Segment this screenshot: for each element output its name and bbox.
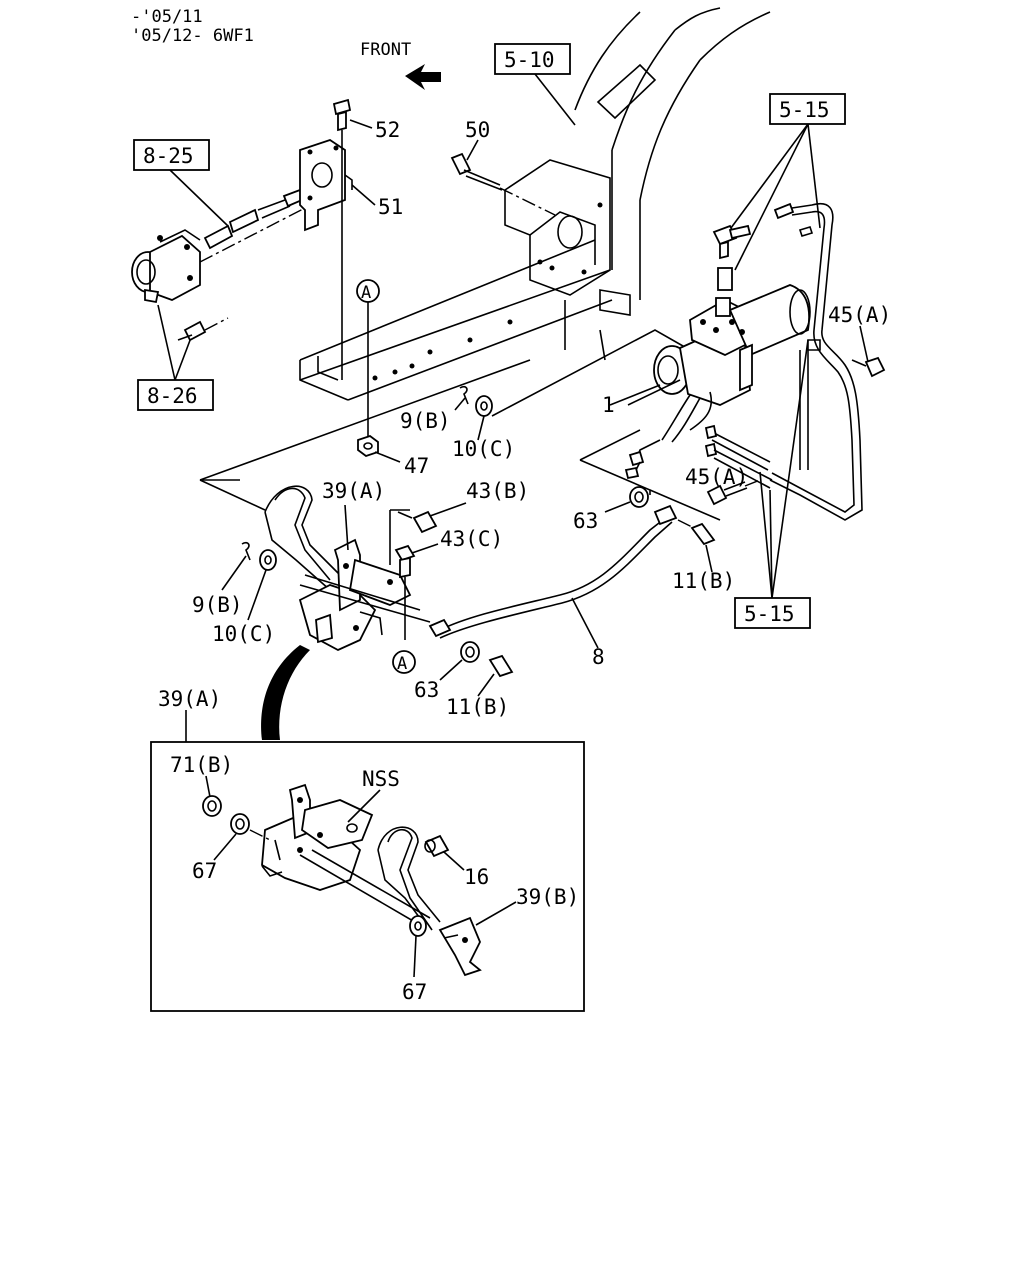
callout-51: 51 bbox=[378, 195, 403, 219]
callout-1: 1 bbox=[602, 393, 615, 417]
header-line-2: '05/12- 6WF1 bbox=[131, 26, 254, 46]
ref-box-8-25[interactable]: 8-25 bbox=[133, 139, 210, 171]
front-label: FRONT bbox=[360, 40, 411, 60]
ref-box-5-15-bottom[interactable]: 5-15 bbox=[734, 597, 811, 629]
inset-callout-16: 16 bbox=[464, 865, 489, 889]
svg-text:A: A bbox=[361, 283, 371, 303]
svg-text:A: A bbox=[397, 654, 407, 674]
callout-63-upper: 63 bbox=[573, 509, 598, 533]
pin-9b-upper bbox=[459, 385, 469, 405]
bolt-43c bbox=[394, 544, 416, 640]
inset-pointer-arrow bbox=[261, 645, 310, 740]
bolt-11b-lower bbox=[488, 654, 514, 678]
svg-text:5-15: 5-15 bbox=[779, 98, 830, 122]
bolt-52 bbox=[332, 98, 352, 380]
inset-callout-71b: 71(B) bbox=[170, 753, 233, 777]
callout-9b-upper: 9(B) bbox=[400, 409, 451, 433]
pedal-bracket-39a bbox=[264, 485, 431, 652]
power-unit-1 bbox=[624, 284, 811, 480]
pipe-lines-right bbox=[704, 202, 863, 521]
washer-10c-lower bbox=[259, 549, 277, 571]
callout-43b: 43(B) bbox=[466, 479, 529, 503]
valve-assembly bbox=[131, 188, 306, 342]
inset-detail-39a: 71(B) NSS 67 16 39(B) 67 bbox=[150, 741, 585, 1012]
callout-50: 50 bbox=[465, 118, 490, 142]
nut-47 bbox=[357, 434, 379, 458]
circle-ref-a-bottom[interactable]: A bbox=[392, 650, 416, 674]
callout-labels: 52 50 51 45(A) 1 9(B) 10(C) 47 39(A) 43(… bbox=[158, 118, 891, 719]
bolt-43b bbox=[389, 509, 438, 565]
ref-box-5-10[interactable]: 5-10 bbox=[494, 43, 571, 75]
bolt-45a-upper bbox=[851, 356, 886, 378]
callout-10c-upper: 10(C) bbox=[452, 437, 515, 461]
ref-box-5-15-top[interactable]: 5-15 bbox=[769, 93, 846, 125]
inset-callout-67-bottom: 67 bbox=[402, 980, 427, 1004]
circle-ref-a-top[interactable]: A bbox=[356, 279, 380, 303]
callout-39a-main: 39(A) bbox=[322, 479, 385, 503]
bracket-51 bbox=[299, 139, 353, 232]
washer-10c-upper bbox=[475, 395, 493, 417]
ref-box-8-26[interactable]: 8-26 bbox=[137, 379, 214, 411]
svg-text:5-15: 5-15 bbox=[744, 602, 795, 626]
front-arrow-icon bbox=[405, 64, 441, 90]
callout-43c: 43(C) bbox=[440, 527, 503, 551]
fitting-5-15-tee bbox=[712, 224, 752, 291]
inset-callout-39b: 39(B) bbox=[516, 885, 579, 909]
callout-63-lower: 63 bbox=[414, 678, 439, 702]
callout-39a-inset-ref: 39(A) bbox=[158, 687, 221, 711]
bolt-45a-lower bbox=[706, 479, 761, 506]
bolt-50 bbox=[450, 152, 556, 216]
inset-callout-67-left: 67 bbox=[192, 859, 217, 883]
callout-47: 47 bbox=[404, 454, 429, 478]
svg-text:8-26: 8-26 bbox=[147, 384, 198, 408]
callout-52: 52 bbox=[375, 118, 400, 142]
callout-10c-lower: 10(C) bbox=[212, 622, 275, 646]
svg-text:8-25: 8-25 bbox=[143, 144, 194, 168]
rod-8 bbox=[428, 504, 678, 639]
callout-11b-right: 11(B) bbox=[672, 569, 735, 593]
callout-11b-lower: 11(B) bbox=[446, 695, 509, 719]
header-line-1: -'05/11 bbox=[131, 7, 203, 27]
bolt-11b-right bbox=[677, 519, 716, 546]
chassis-frame bbox=[299, 7, 771, 401]
bushing-63-lower bbox=[460, 641, 480, 663]
callout-8: 8 bbox=[592, 645, 605, 669]
callout-9b-lower: 9(B) bbox=[192, 593, 243, 617]
callout-45a-upper: 45(A) bbox=[828, 303, 891, 327]
bushing-63-upper bbox=[629, 486, 649, 508]
callout-45a-lower: 45(A) bbox=[685, 465, 748, 489]
pin-9b-lower bbox=[241, 541, 251, 561]
inset-callout-nss: NSS bbox=[362, 767, 400, 791]
svg-text:5-10: 5-10 bbox=[504, 48, 555, 72]
